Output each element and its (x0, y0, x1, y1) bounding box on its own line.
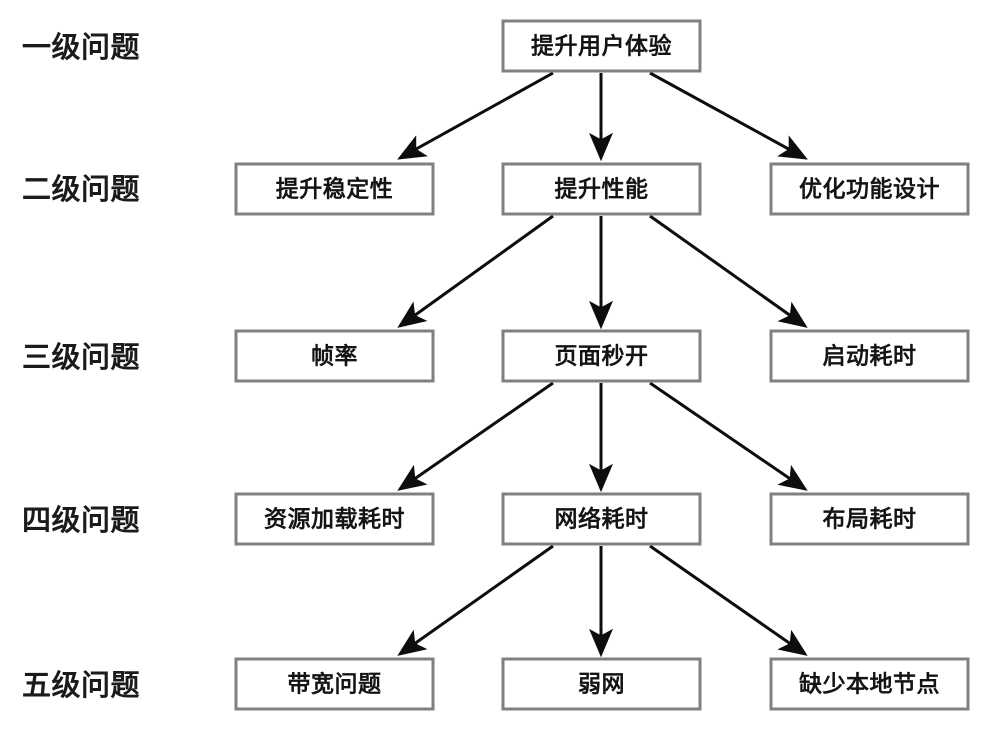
node-box-label: 提升稳定性 (276, 176, 394, 202)
node-box-startup-time[interactable]: 启动耗时 (769, 329, 970, 383)
level-label-2: 二级问题 (22, 173, 140, 206)
node-box-label: 网络耗时 (555, 506, 649, 532)
node-box-rect (234, 657, 435, 711)
level-label-4: 四级问题 (22, 504, 140, 537)
node-box-missing-local-node[interactable]: 缺少本地节点 (769, 657, 970, 711)
edge-down-right (649, 214, 808, 328)
node-box-rect (501, 162, 702, 216)
node-box-rect (234, 492, 435, 546)
node-box-label: 启动耗时 (823, 343, 917, 369)
node-box-rect (234, 162, 435, 216)
node-box-resource-load-time[interactable]: 资源加载耗时 (234, 492, 435, 546)
edge-group-level-4-to-5 (397, 544, 808, 658)
node-box-label: 页面秒开 (555, 343, 649, 369)
node-box-label: 资源加载耗时 (264, 506, 405, 532)
node-box-rect (501, 657, 702, 711)
node-box-label: 帧率 (311, 343, 358, 369)
node-box-rect (501, 329, 702, 383)
level-label-3: 三级问题 (22, 341, 140, 374)
edge-down-left (397, 71, 554, 160)
node-box-label: 优化功能设计 (799, 176, 940, 202)
node-box-rect (769, 329, 970, 383)
node-box-label: 提升性能 (555, 176, 649, 202)
level-label-5: 五级问题 (22, 669, 140, 702)
node-box-rect (769, 492, 970, 546)
node-box-label: 带宽问题 (288, 671, 382, 697)
node-box-label: 布局耗时 (823, 506, 917, 532)
edge-group-level-2-to-3 (397, 214, 808, 330)
node-box-rect (234, 329, 435, 383)
edge-down-left (397, 544, 554, 656)
edge-down-left (397, 214, 554, 328)
node-box-network-time[interactable]: 网络耗时 (501, 492, 702, 546)
node-box-weak-network[interactable]: 弱网 (501, 657, 702, 711)
node-box-improve-stability[interactable]: 提升稳定性 (234, 162, 435, 216)
edge-down-right (649, 544, 808, 656)
node-box-label: 弱网 (578, 671, 625, 697)
node-box-frame-rate[interactable]: 帧率 (234, 329, 435, 383)
node-box-page-instant-open[interactable]: 页面秒开 (501, 329, 702, 383)
edge-down-left (397, 381, 554, 491)
edge-group-level-3-to-4 (397, 381, 808, 493)
node-box-improve-performance[interactable]: 提升性能 (501, 162, 702, 216)
node-box-rect (769, 657, 970, 711)
edge-down-right (649, 71, 808, 160)
node-box-rect (769, 162, 970, 216)
node-box-bandwidth-issue[interactable]: 带宽问题 (234, 657, 435, 711)
node-box-layout-time[interactable]: 布局耗时 (769, 492, 970, 546)
node-box-label: 提升用户体验 (531, 33, 672, 59)
node-box-improve-user-experience[interactable]: 提升用户体验 (501, 19, 702, 73)
node-box-rect (501, 492, 702, 546)
node-box-optimize-feature-design[interactable]: 优化功能设计 (769, 162, 970, 216)
node-box-rect (501, 19, 702, 73)
level-label-1: 一级问题 (22, 31, 140, 64)
node-box-label: 缺少本地节点 (799, 671, 940, 697)
edge-down-right (649, 381, 808, 491)
edge-group-level-1-to-2 (397, 71, 808, 162)
